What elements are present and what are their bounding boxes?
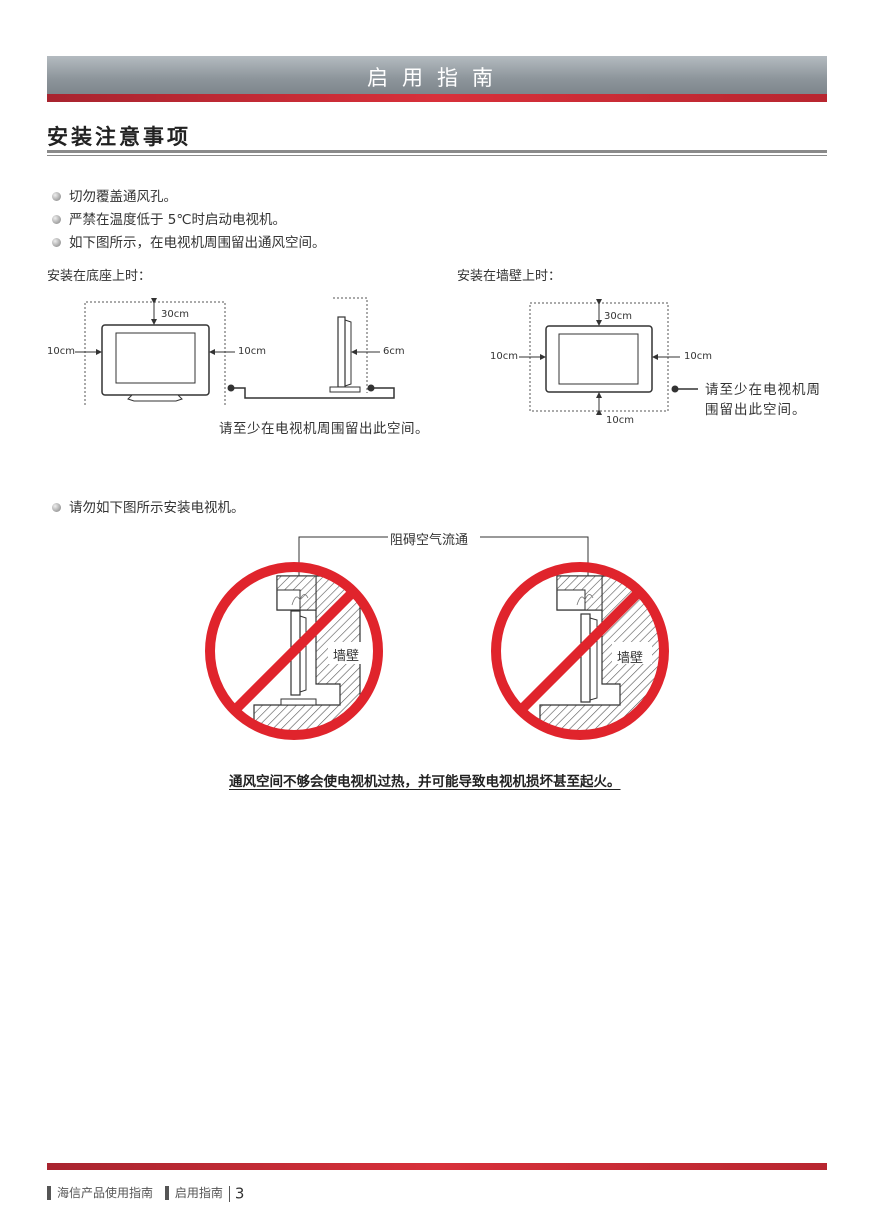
bullet-item: 严禁在温度低于 5℃时启动电视机。: [52, 208, 286, 228]
stand-tv-diagram: [75, 297, 395, 405]
footer-bar-icon: [47, 1185, 51, 1200]
footer-section: 启用指南: [174, 1186, 223, 1200]
stand-right-clearance: 10cm: [238, 346, 266, 357]
prohibit-circle-icon: [491, 562, 669, 740]
bullet-dot-icon: [52, 502, 61, 512]
stand-top-clearance: 30cm: [161, 309, 189, 320]
section-rule-thin: [47, 155, 827, 156]
bullet-dot-icon: [52, 237, 61, 247]
prohibit-circle-icon: [205, 562, 383, 740]
stand-note: 请至少在电视机周围留出此空间。: [219, 421, 429, 437]
page-footer: 海信产品使用指南 启用指南 3: [47, 1184, 244, 1203]
section-title: 安装注意事项: [47, 124, 191, 149]
wall-note: 请至少在电视机周 围留出此空间。: [705, 382, 821, 418]
bullet-item: 请勿如下图所示安装电视机。: [52, 496, 245, 516]
wall-right-clearance: 10cm: [684, 351, 712, 362]
bullet-item: 如下图所示，在电视机周围留出通风空间。: [52, 231, 326, 251]
header-red-stripe: [47, 94, 827, 102]
tv-side-icon: [337, 316, 346, 388]
obstruct-label: 阻碍空气流通: [390, 533, 469, 548]
stand-install-label: 安装在底座上时：: [47, 269, 152, 284]
footer-separator: [228, 1185, 230, 1202]
footer-brand: 海信产品使用指南: [57, 1186, 154, 1200]
prohibited-diagrams: [205, 536, 669, 740]
stand-side-clearance: 6cm: [383, 346, 405, 357]
prohibit-right: [539, 575, 661, 735]
wall-label-left: 墙壁: [333, 649, 360, 664]
footer-bar-icon: [164, 1185, 169, 1200]
wall-left-clearance: 10cm: [490, 351, 518, 362]
wall-install-label: 安装在墙壁上时：: [457, 269, 562, 284]
page-header-title: 启用指南: [367, 66, 507, 90]
page-header-bar: 启用指南: [47, 56, 827, 94]
wall-tv-diagram: [519, 299, 698, 415]
bullet-dot-icon: [52, 191, 61, 201]
bullet-item: 切勿覆盖通风孔。: [52, 185, 177, 205]
wall-top-clearance: 30cm: [604, 311, 632, 322]
wall-label-right: 墙壁: [617, 651, 644, 666]
stand-left-clearance: 10cm: [47, 346, 75, 357]
bullet-dot-icon: [52, 214, 61, 224]
footer-red-stripe: [47, 1163, 827, 1170]
page-number: 3: [234, 1184, 245, 1203]
wall-bottom-clearance: 10cm: [606, 415, 634, 426]
warning-text: 通风空间不够会使电视机过热，并可能导致电视机损坏甚至起火。: [229, 774, 621, 790]
section-rule: [47, 150, 827, 153]
